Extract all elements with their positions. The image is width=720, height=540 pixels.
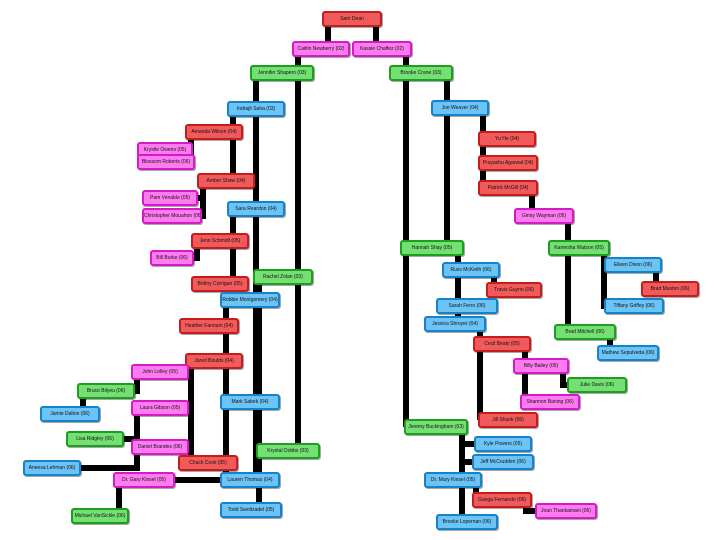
person-node: Dr. Gary Kinsel (05) — [113, 472, 175, 488]
person-node: Yu He (04) — [478, 131, 536, 147]
person-node: Heather Fannum (04) — [179, 318, 239, 334]
person-node: Jenn Schmidt (05) — [191, 233, 249, 249]
person-node: Jennifer Shapero (03) — [250, 65, 314, 81]
person-node: Ginny Wayman (05) — [514, 208, 574, 224]
person-node: Brad Muston (06) — [641, 281, 699, 297]
person-node: Brittny Corrigan (05) — [191, 276, 249, 292]
person-node: Sara Reardon (04) — [227, 201, 285, 217]
person-node: Aneesa Lehman (06) — [23, 460, 81, 476]
person-node: Hannah Shay (05) — [400, 240, 464, 256]
person-node: John Lolley (05) — [131, 364, 189, 380]
person-node: Mark Sabek (04) — [220, 394, 280, 410]
person-node: Daniel Brandes (06) — [131, 439, 189, 455]
person-node: Chuck Cook (05) — [178, 455, 238, 471]
person-node: Amber Shaw (04) — [197, 173, 255, 189]
person-node: Laura Gibson (05) — [131, 400, 189, 416]
person-node: Pam Venable (05) — [142, 190, 198, 206]
person-node: Jill Shunk (06) — [478, 412, 538, 428]
person-node: Rachel Zolan (03) — [253, 269, 313, 285]
person-node: Amanda Wilson (04) — [185, 124, 243, 140]
person-node: Robbie Montgomery (04) — [220, 292, 280, 308]
person-node: Julie Davis (06) — [567, 377, 627, 393]
person-node: Mathew Sepulveda (06) — [597, 345, 659, 361]
person-node: Krystal Dobbs (03) — [256, 443, 320, 459]
person-node: Shannon Baning (06) — [520, 394, 580, 410]
person-node: Michael VanSickle (06) — [71, 508, 129, 524]
person-node: Joe Weaver (04) — [431, 100, 489, 116]
person-node: Brad Mitchell (06) — [554, 324, 616, 340]
person-node: Jamie Dalton (06) — [40, 406, 100, 422]
person-node: Jeff McCrudden (06) — [472, 454, 534, 470]
person-node: Kyle Powers (05) — [474, 436, 532, 452]
person-node: Russ McKeith (06) — [442, 262, 500, 278]
person-node: Bill Burke (06) — [150, 250, 194, 266]
person-node: Brooke Lopernan (06) — [436, 514, 498, 530]
person-node: Billy Bailey (05) — [513, 358, 569, 374]
person-node: Tiffany Griffey (06) — [604, 298, 664, 314]
person-node: Todd Swoltzadel (05) — [220, 502, 282, 518]
person-node: Kassie Chaffez (02) — [352, 41, 412, 57]
person-node: Jared Boulds (04) — [185, 353, 243, 369]
person-node: Cecil Beaty (05) — [473, 336, 531, 352]
person-node: Jessica Shroyer (04) — [424, 316, 486, 332]
person-node: Pruyashu Agarwal (04) — [478, 155, 538, 171]
person-node: Travis Guynn (06) — [486, 282, 542, 298]
person-node: Indrajit Saha (03) — [227, 101, 285, 117]
person-node: Caitlin Newberry (02) — [292, 41, 350, 57]
person-node: Eileen Dixon (06) — [604, 257, 662, 273]
person-node: Joan Thankamani (06) — [535, 503, 597, 519]
person-node: Brooke Crane (03) — [389, 65, 453, 81]
person-node: Blossom Roberts (06) — [137, 154, 195, 170]
person-node: Kamesha Watson (05) — [548, 240, 610, 256]
person-node: Jeremy Buckingham (03) — [404, 419, 468, 435]
person-node: Christopher Mouahon (06) — [142, 208, 202, 224]
person-node: Bruce Bilyeu (06) — [77, 383, 135, 399]
person-node: Sarah Ferro (06) — [436, 298, 498, 314]
person-node: Ganga Fernando (06) — [472, 492, 532, 508]
person-node: Dr. Mary Kinsel (05) — [424, 472, 482, 488]
person-node: Sam Dean — [322, 11, 382, 27]
person-node: Lauren Thomas (04) — [220, 472, 280, 488]
person-node: Lisa Ridgley (06) — [66, 431, 124, 447]
person-node: Patrick McGill (04) — [478, 180, 538, 196]
